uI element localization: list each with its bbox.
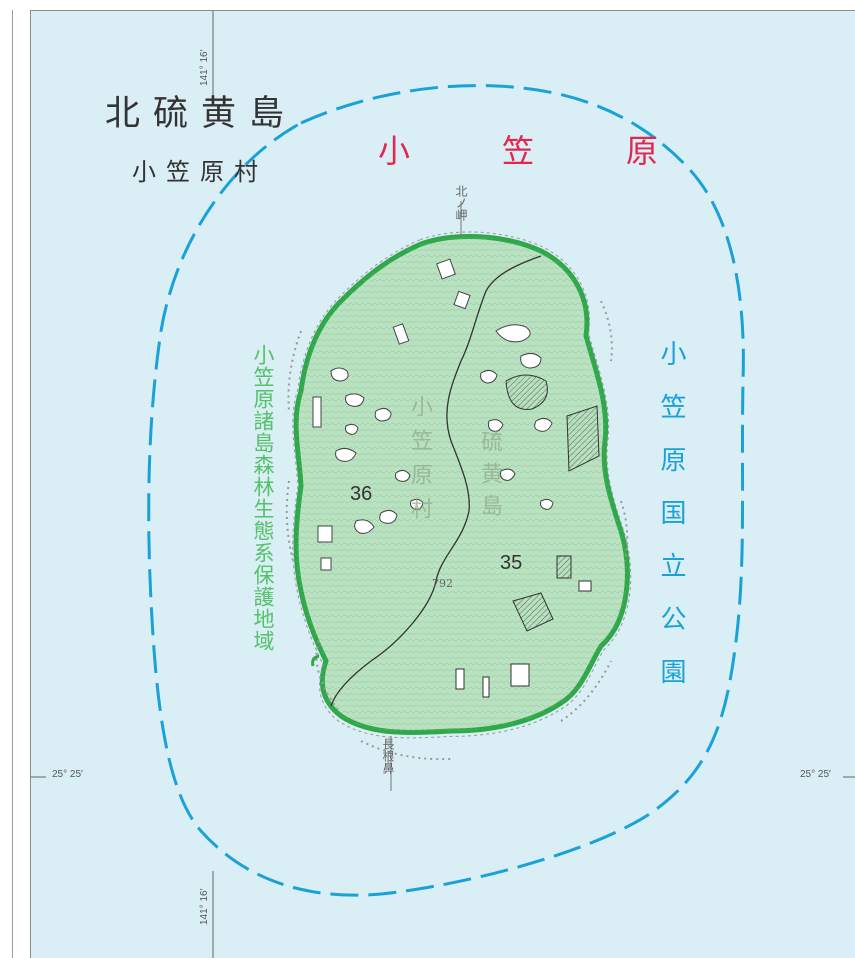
rock-patches [312, 258, 471, 571]
lat-label-left: 25° 25′ [52, 769, 83, 780]
lon-label-top: 141° 16′ [199, 49, 210, 86]
area-number-east: 35 [500, 552, 523, 574]
north-cape-label: 北ノ岬 [454, 185, 468, 221]
reef-dots [285, 300, 629, 761]
map-frame [30, 10, 855, 958]
adjacent-map-margin [0, 0, 14, 958]
park-boundary-line [147, 84, 745, 897]
admin-boundary [330, 255, 542, 707]
municipality-west: 小笠原村 [407, 395, 432, 531]
area-number-west: 36 [350, 483, 373, 505]
forest-reserve-label: 小笠原諸島森林生態系保護地域 [251, 344, 275, 652]
island-name-title: 北硫黄島 [105, 94, 298, 134]
municipality-east: 硫黄島 [477, 430, 502, 526]
south-cape-label: 長根鼻 [381, 738, 395, 774]
region-label: 小 笠 原 [378, 132, 689, 170]
elevation-label: 792 [432, 577, 453, 590]
village-name: 小笠原村 [132, 158, 268, 186]
map-canvas [31, 11, 855, 958]
lon-label-bottom: 141° 16′ [199, 888, 210, 925]
national-park-label: 小笠原国立公園 [656, 340, 686, 711]
lat-label-right: 25° 25′ [800, 769, 831, 780]
